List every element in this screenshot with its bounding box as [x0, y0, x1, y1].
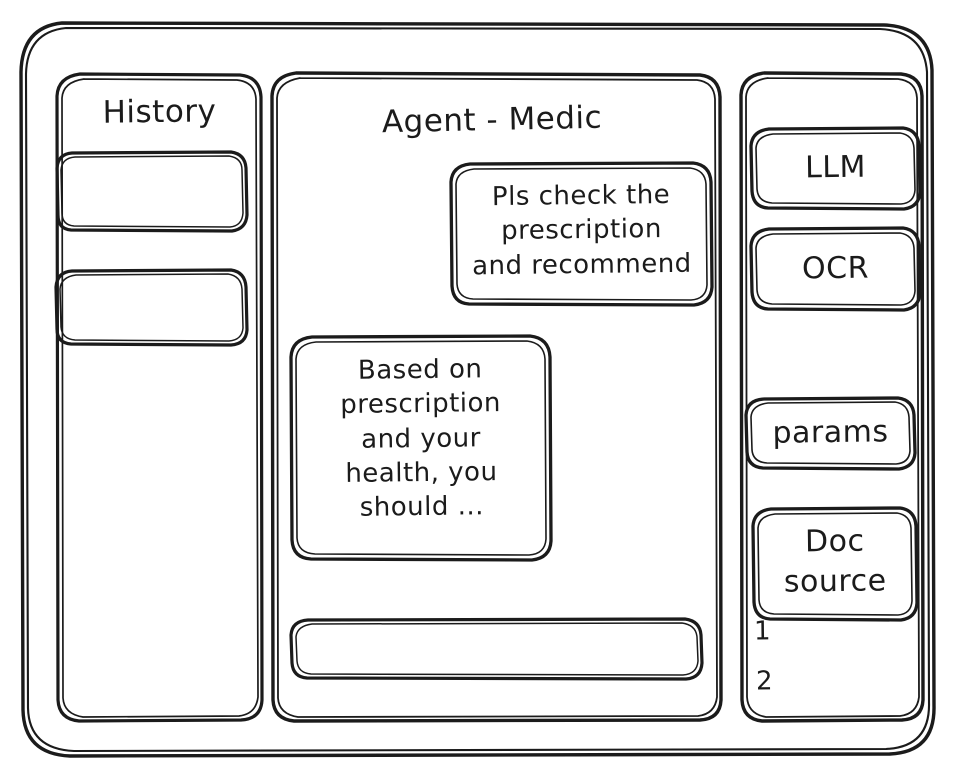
doc-source-button-label: Doc source [783, 523, 887, 600]
params-button[interactable]: params [746, 398, 915, 469]
ocr-button-label: OCR [801, 250, 870, 287]
doc-source-item-1[interactable]: 1 [751, 614, 871, 654]
composer-input-value [305, 632, 685, 637]
user-message-text: Pls check the prescription and recommend [471, 179, 692, 281]
history-panel-title: History [102, 93, 217, 131]
assistant-message-text: Based on prescription and your health, y… [340, 354, 502, 524]
composer-input[interactable] [291, 619, 702, 679]
llm-button-label: LLM [804, 149, 867, 186]
doc-source-item-1-label: 1 [753, 616, 772, 647]
doc-source-item-2[interactable]: 2 [751, 664, 871, 704]
agent-panel-title: Agent - Medic [381, 99, 603, 141]
doc-source-item-2-label: 2 [755, 666, 774, 697]
user-message-bubble: Pls check the prescription and recommend [451, 163, 712, 305]
history-item-1[interactable] [57, 152, 247, 231]
ocr-button[interactable]: OCR [751, 228, 920, 310]
history-item-1-label [57, 177, 247, 179]
llm-button[interactable]: LLM [751, 128, 920, 209]
assistant-message-bubble: Based on prescription and your health, y… [291, 336, 551, 560]
history-item-2-label [56, 293, 247, 295]
doc-source-button[interactable]: Doc source [753, 508, 917, 620]
history-item-2[interactable] [56, 270, 247, 345]
params-button-label: params [772, 414, 889, 451]
